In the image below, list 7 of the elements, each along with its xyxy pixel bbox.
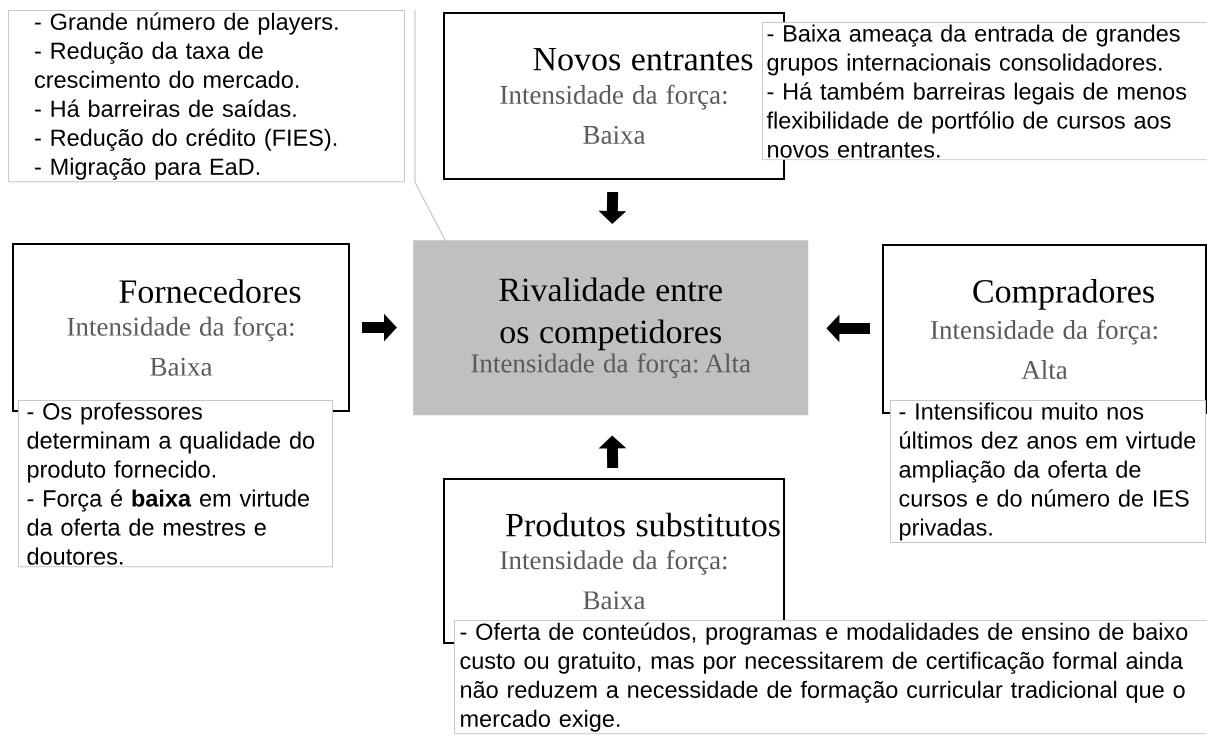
leader-line (414, 9, 446, 241)
note-box: - Intensificou muito nos últimos dez anos em virtude ampliação da oferta de cursos e do número de IES privadas. (890, 400, 1206, 543)
note-box: - Os professores determinam a qualidade do produto fornecido. - Força é baixa em virtude da oferta de mestres e doutores. (18, 400, 333, 568)
note-box: - Baixa ameaça da entrada de grandes grupos internacionais consolidadores. - Há também barreiras legais de menos flexibilidade de portfólio de cursos aos novos entrantes. (762, 22, 1207, 161)
note-box: - Oferta de conteúdos, programas e modalidades de ensino de baixo custo ou gratuito, mas por necessitarem de certificação formal ainda não reduzem a necessidade de formação curricular tradicional que o mercado exige. (454, 620, 1207, 735)
note-box: - Grande número de players. - Redução da taxa de crescimento do mercado. - Há barreiras de saídas. - Redução do crédito (FIES). - Migração para EaD. (8, 10, 405, 183)
rivalry-box: Rivalidade entre os competidores Intensidade da força: Alta (413, 240, 809, 416)
